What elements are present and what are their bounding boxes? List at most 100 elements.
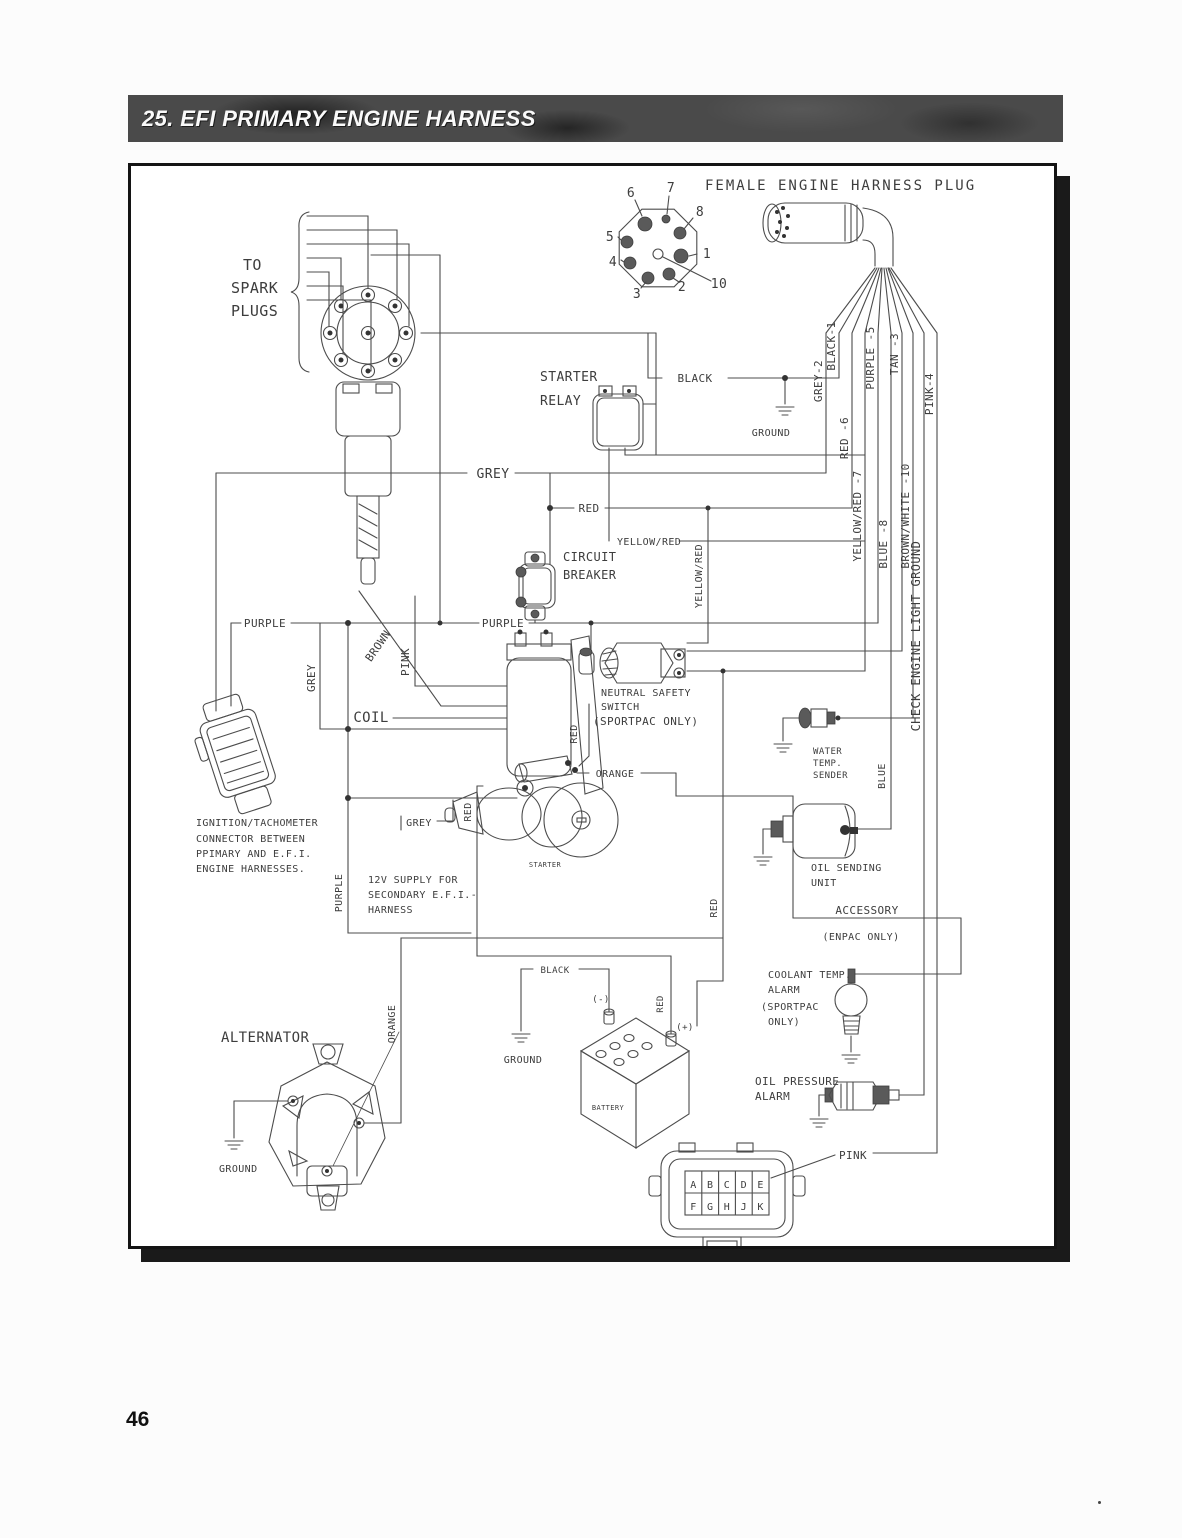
- wire-label-blue-8: BLUE -8: [877, 519, 890, 568]
- oil-sending-unit: [770, 803, 858, 859]
- battery: [579, 1008, 691, 1150]
- pin-number-10: 10: [711, 277, 727, 292]
- oil-pressure-label-1: OIL PRESSURE: [755, 1075, 839, 1088]
- junction-dots: [345, 375, 788, 801]
- wire-network: [215, 207, 962, 1179]
- to-spark-plugs-line3: PLUGS: [231, 302, 278, 320]
- to-spark-plugs-line1: TO: [243, 256, 262, 274]
- wire-label-red-switch: RED: [569, 724, 580, 743]
- pin-number-4: 4: [609, 255, 617, 270]
- coil-label: COIL: [353, 710, 388, 726]
- alternator-label: ALTERNATOR: [221, 1030, 309, 1046]
- ignition-note-line4: ENGINE HARNESSES.: [196, 864, 305, 875]
- connector-cell-b: B: [707, 1180, 713, 1191]
- wire-label-grey-vert: GREY: [305, 664, 318, 692]
- accessory-connector: [648, 1142, 806, 1246]
- section-header: 25. EFI PRIMARY ENGINE HARNESS: [128, 95, 1063, 142]
- circuit-breaker-label-1: CIRCUIT: [563, 550, 616, 564]
- neutral-safety-label-1: NEUTRAL SAFETY: [601, 688, 691, 699]
- pin-number-1: 1: [703, 247, 711, 262]
- enpac-only-label: (ENPAC ONLY): [822, 932, 899, 943]
- ignition-tach-connector: [194, 693, 276, 815]
- distributor-towers: [322, 287, 414, 379]
- pin-number-8: 8: [696, 205, 704, 220]
- oil-sending-label-2: UNIT: [811, 878, 837, 889]
- wire-label-yellow-red-vert: YELLOW/RED: [694, 544, 705, 608]
- ignition-note-line3: PPIMARY AND E.F.I.: [196, 849, 312, 860]
- wire-label-grey-2: GREY-2: [812, 360, 825, 402]
- connector-cell-f: F: [690, 1202, 696, 1213]
- water-temp-sender: [798, 707, 841, 729]
- wire-label-purple-right: PURPLE: [482, 617, 524, 630]
- ignition-coil: [506, 629, 604, 797]
- oil-sending-label-1: OIL SENDING: [811, 863, 882, 874]
- circuit-breaker-label-2: BREAKER: [563, 568, 617, 582]
- ground-label-alternator: GROUND: [219, 1164, 258, 1175]
- supply-note-line1: 12V SUPPLY FOR: [368, 875, 458, 886]
- starter-label: STARTER: [529, 861, 562, 869]
- starter-relay-label-2: RELAY: [540, 394, 581, 409]
- connector-cell-k: K: [757, 1202, 763, 1213]
- coolant-alarm-label-2: ALARM: [768, 985, 800, 996]
- wire-label-grey-main: GREY: [477, 467, 510, 482]
- coolant-temp-alarm: [834, 968, 868, 1035]
- wire-label-blue-vert: BLUE: [877, 763, 888, 789]
- starter-relay: [592, 385, 644, 451]
- ignition-note-line2: CONNECTOR BETWEEN: [196, 834, 305, 845]
- accessory-label: ACCESSORY: [835, 904, 898, 917]
- wire-label-red-6: RED -6: [838, 417, 851, 459]
- wire-label-grey-bracket: GREY: [406, 818, 432, 829]
- wire-label-tan-3: TAN -3: [888, 333, 901, 375]
- wire-label-red-mid: RED: [709, 898, 720, 917]
- wire-label-orange-vert: ORANGE: [387, 1005, 398, 1044]
- ground-label-battery: GROUND: [504, 1055, 543, 1066]
- plug-title: FEMALE ENGINE HARNESS PLUG: [705, 178, 976, 194]
- ground-label-top: GROUND: [752, 428, 791, 439]
- wiring-diagram: FEMALE ENGINE HARNESS PLUG 6 7 8 5 4 1 3…: [194, 178, 976, 1246]
- wire-label-black-1: BLACK-1: [825, 321, 838, 370]
- water-temp-label-1: WATER: [813, 747, 842, 757]
- supply-note-line2: SECONDARY E.F.I.-: [368, 890, 477, 901]
- distributor: [320, 285, 416, 585]
- wire-label-brown: BROWN: [363, 628, 394, 664]
- wire-label-purple-left: PURPLE: [244, 617, 286, 630]
- wire-label-pink-main: PINK: [839, 1149, 867, 1162]
- pin-number-5: 5: [606, 230, 614, 245]
- pin-number-6: 6: [627, 186, 635, 201]
- connector-cell-c: C: [724, 1180, 730, 1191]
- harness-plug-pin-face: [617, 195, 712, 289]
- coolant-alarm-label-4: ONLY): [768, 1017, 800, 1028]
- wire-label-yellow-red-7: YELLOW/RED -7: [851, 470, 864, 561]
- wire-label-check-engine-light-ground: CHECK ENGINE LIGHT GROUND: [909, 541, 923, 732]
- connector-cell-a: A: [690, 1180, 696, 1191]
- page-number: 46: [126, 1408, 150, 1431]
- battery-negative-label: (-): [592, 995, 609, 1005]
- circuit-breaker: [515, 551, 556, 621]
- wire-label-red-battery: RED: [656, 995, 666, 1012]
- connector-cell-g: G: [707, 1202, 713, 1213]
- coolant-alarm-label-3: (SPORTPAC: [761, 1002, 819, 1013]
- connector-cell-j: J: [741, 1202, 747, 1213]
- scan-artifact-dot: [1098, 1501, 1101, 1504]
- pin-number-3: 3: [633, 287, 641, 302]
- wire-label-red-main: RED: [578, 502, 599, 515]
- wire-label-purple-5: PURPLE -5: [864, 326, 877, 389]
- neutral-safety-label-3: (SPORTPAC ONLY): [593, 715, 698, 728]
- wire-label-black-battery: BLACK: [540, 966, 569, 976]
- wire-label-red-starter: RED: [463, 802, 474, 821]
- battery-label: BATTERY: [592, 1104, 625, 1112]
- section-title: 25. EFI PRIMARY ENGINE HARNESS: [142, 105, 536, 131]
- wire-label-brown-white-10: BROWN/WHITE -10: [899, 463, 912, 568]
- wiring-diagram-frame: FEMALE ENGINE HARNESS PLUG 6 7 8 5 4 1 3…: [128, 163, 1057, 1249]
- pin-number-7: 7: [667, 181, 675, 196]
- connector-cell-e: E: [757, 1180, 763, 1191]
- wire-label-pink-4: PINK-4: [923, 373, 936, 415]
- pin-number-2: 2: [678, 280, 686, 295]
- coolant-alarm-label-1: COOLANT TEMP.: [768, 970, 851, 981]
- starter-relay-label-1: STARTER: [540, 370, 598, 385]
- battery-positive-label: (+): [676, 1023, 693, 1033]
- neutral-safety-switch: [599, 642, 686, 684]
- water-temp-label-2: TEMP.: [813, 759, 842, 769]
- alternator: [268, 1043, 386, 1211]
- connector-cell-d: D: [741, 1180, 747, 1191]
